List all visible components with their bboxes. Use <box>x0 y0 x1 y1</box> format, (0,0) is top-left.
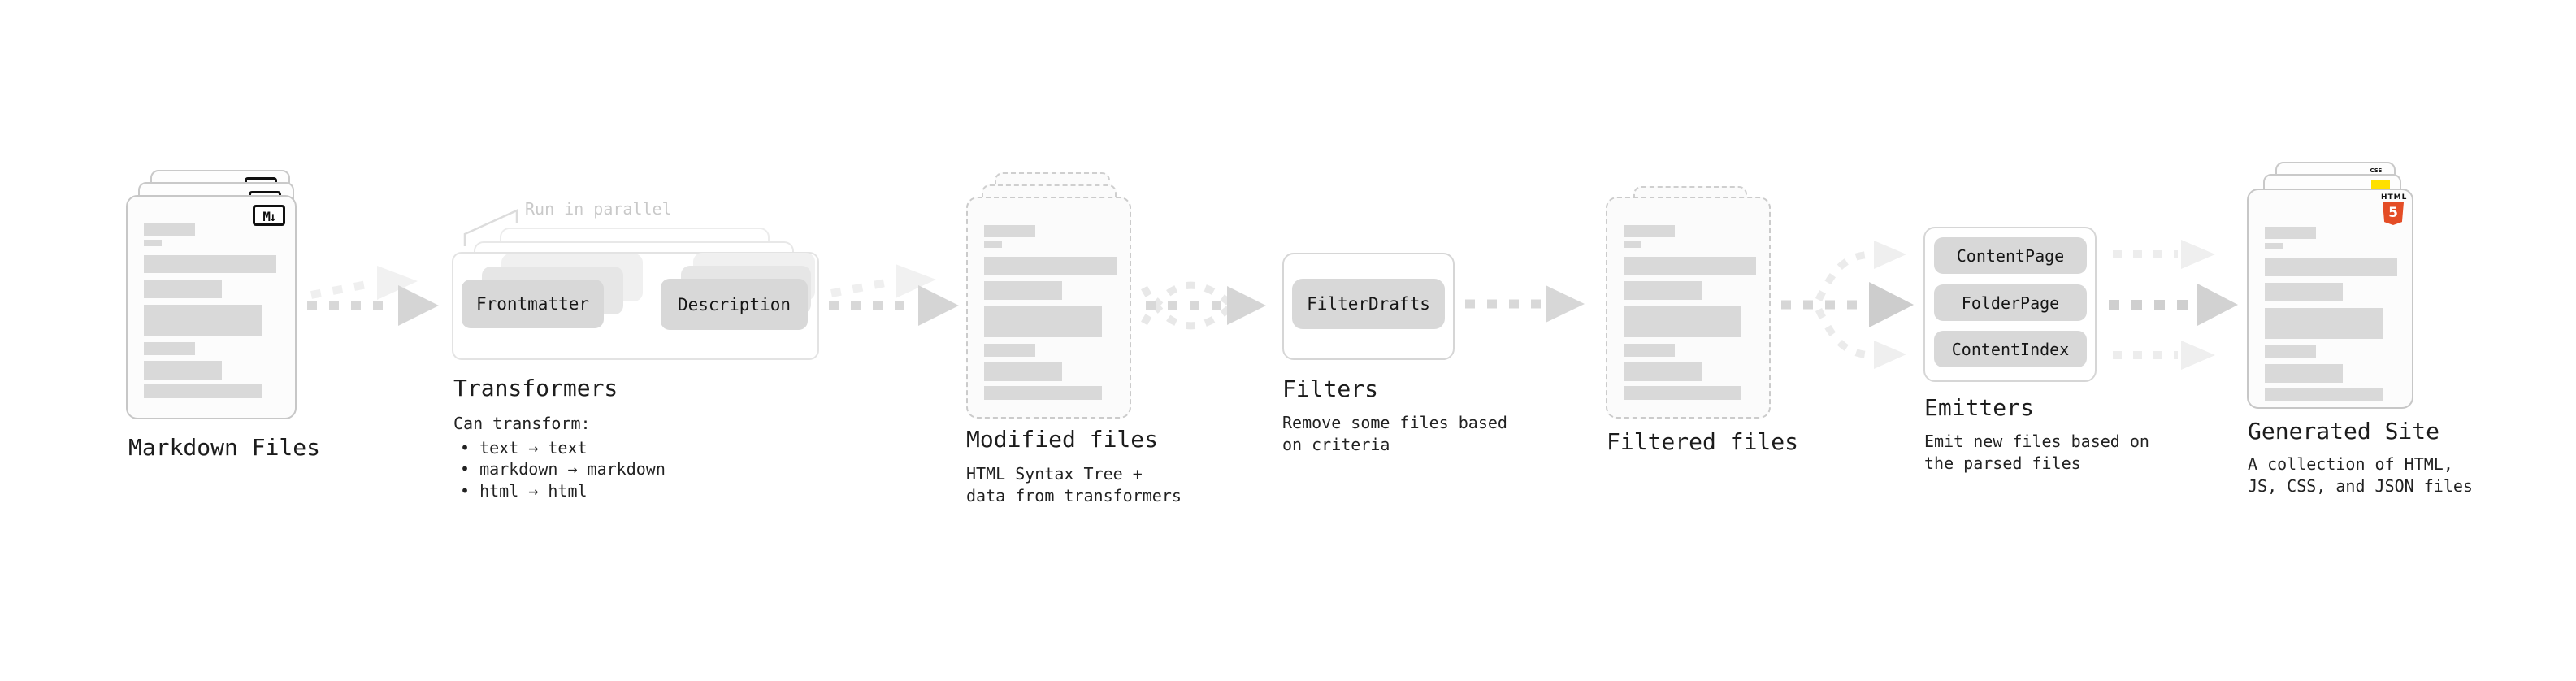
filter-pill-filterdrafts: FilterDrafts <box>1292 279 1445 329</box>
markdown-icon: M↓ <box>253 205 285 226</box>
parallel-connector-line <box>463 209 518 246</box>
emitter-pill-contentpage: ContentPage <box>1934 237 2087 274</box>
modified-files-desc: HTML Syntax Tree + data from transformer… <box>966 464 1182 505</box>
stage-label-filters: Filters <box>1282 375 1379 402</box>
arrow-transformers-to-modified <box>829 264 959 326</box>
stage-label-generated-site: Generated Site <box>2248 418 2440 445</box>
transformers-bullet-2: • markdown → markdown <box>460 459 666 479</box>
parallel-note: Run in parallel <box>525 199 672 219</box>
transformers-bullet-1: • text → text <box>460 438 588 458</box>
stage-label-transformers: Transformers <box>453 375 618 401</box>
stage-label-emitters: Emitters <box>1924 394 2034 421</box>
document-placeholder-lines <box>2265 227 2397 401</box>
stage-label-modified-files: Modified files <box>966 426 1159 453</box>
transformer-pill-frontmatter: Frontmatter <box>462 280 604 328</box>
arrow-emitters-to-generated <box>2109 240 2238 370</box>
transformers-note-heading: Can transform: <box>453 414 591 433</box>
js-file-icon <box>2371 180 2390 191</box>
emitter-pill-folderpage: FolderPage <box>1934 284 2087 321</box>
filters-desc: Remove some files based on criteria <box>1282 413 1507 454</box>
emitter-pill-contentindex: ContentIndex <box>1934 331 2087 367</box>
document-placeholder-lines <box>1624 225 1756 400</box>
emitters-desc: Emit new files based on the parsed files <box>1924 432 2149 473</box>
html5-icon: HTML 5 <box>2381 193 2406 225</box>
arrow-markdown-to-transformers <box>307 266 439 326</box>
generated-site-desc: A collection of HTML, JS, CSS, and JSON … <box>2248 454 2473 496</box>
markdown-file-card-front: M↓ <box>126 195 297 419</box>
stage-label-markdown-files: Markdown Files <box>128 434 321 461</box>
transformer-pill-description: Description <box>661 279 808 330</box>
transformers-bullet-3: • html → html <box>460 481 588 501</box>
document-placeholder-lines <box>984 225 1117 400</box>
document-placeholder-lines <box>144 223 276 398</box>
filtered-file-card-front <box>1606 197 1771 419</box>
arrow-filtered-to-emitters <box>1781 241 1914 369</box>
stage-label-filtered-files: Filtered files <box>1607 428 1799 455</box>
generated-html-card: HTML 5 <box>2247 189 2413 409</box>
arrow-modified-to-filters <box>1141 281 1266 330</box>
arrow-filters-to-filtered <box>1465 285 1585 323</box>
modified-file-card-front <box>966 197 1131 419</box>
